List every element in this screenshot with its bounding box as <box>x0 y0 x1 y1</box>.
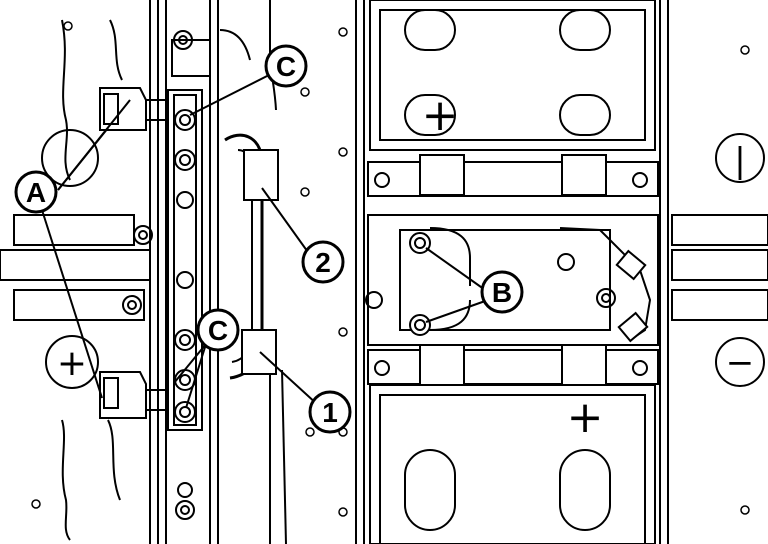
right-bottom-plus-terminal-symbol: + <box>567 392 604 443</box>
callout-2-label: 2 <box>315 247 331 278</box>
right-top-plus-terminal-symbol: + <box>422 90 459 141</box>
callout-a-label: A <box>26 177 46 208</box>
clip-a-bottom <box>99 371 169 419</box>
callout-2: 2 <box>301 240 345 284</box>
callout-c-bottom-label: C <box>208 315 228 346</box>
left-plus-terminal-symbol: + <box>57 343 87 384</box>
right-edge-bar-terminal-symbol: | <box>734 141 745 181</box>
callout-c-top-label: C <box>276 51 296 82</box>
center-bus-bar-assembly <box>167 0 287 544</box>
callout-b-label: B <box>492 277 512 308</box>
leader-lines <box>41 71 489 409</box>
callout-1-label: 1 <box>322 397 338 428</box>
right-battery-module <box>355 0 768 544</box>
right-edge-minus-terminal-symbol: − <box>726 343 755 383</box>
callout-c-bottom: C <box>196 308 240 352</box>
callout-1: 1 <box>308 390 352 434</box>
rivets <box>31 21 750 517</box>
callout-c-top: C <box>264 44 308 88</box>
left-battery-module <box>0 0 167 544</box>
callout-b: B <box>480 270 524 314</box>
left-terminal-circles <box>41 129 99 389</box>
callout-a: A <box>14 170 58 214</box>
